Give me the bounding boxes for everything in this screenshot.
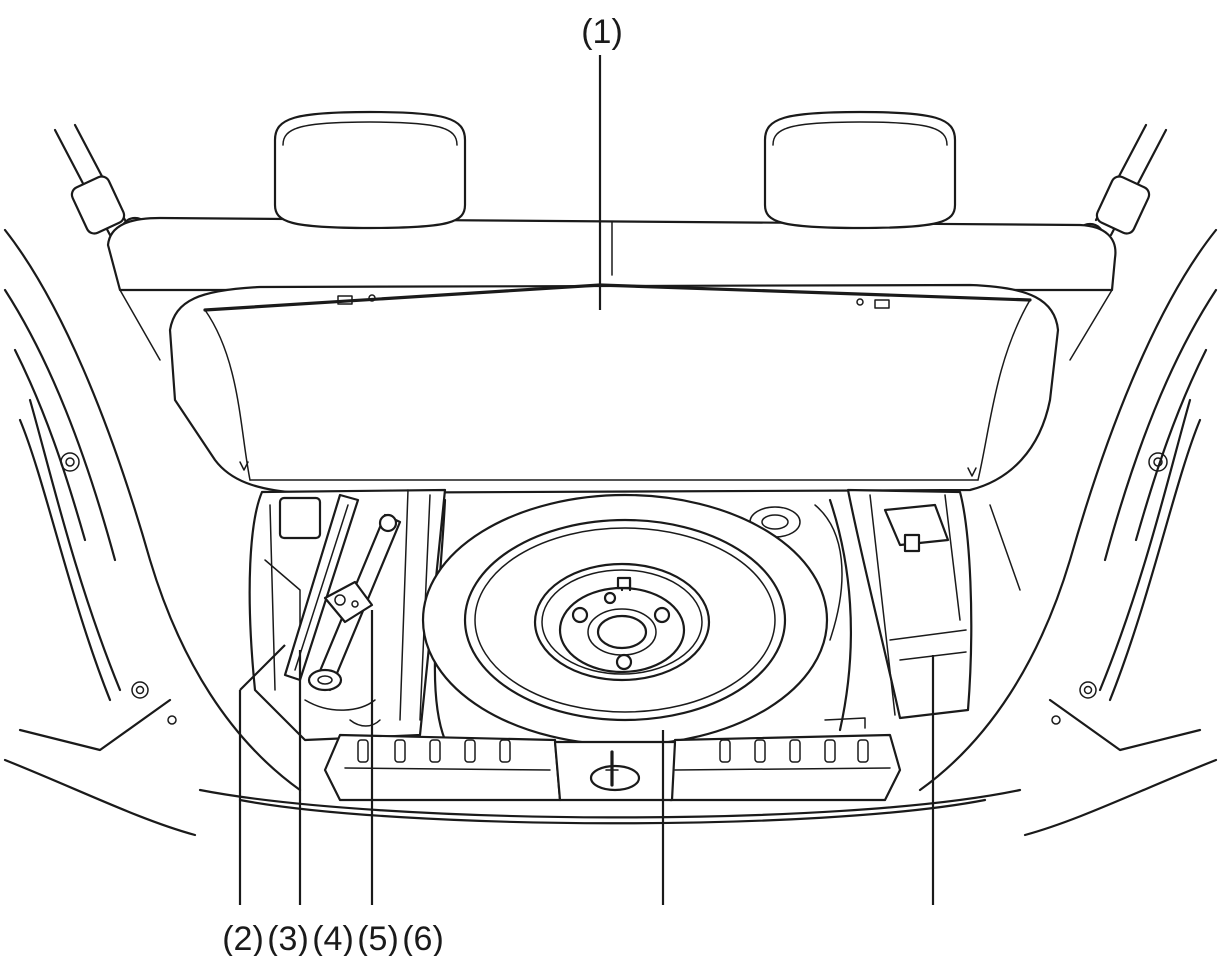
- callout-leaders: [238, 55, 935, 905]
- left-headrest: [273, 110, 467, 230]
- jack-assembly: [283, 493, 402, 727]
- callout-label-4: (4): [312, 920, 354, 956]
- callout-labels: (1) (2) (3) (4) (5) (6): [222, 13, 623, 956]
- spare-tire: [421, 493, 829, 747]
- right-storage-box: [846, 488, 1021, 720]
- rear-seat-back: [106, 216, 1117, 361]
- callout-label-2: (2): [222, 920, 264, 956]
- callout-label-5: (5): [357, 920, 399, 956]
- left-side-panel: [3, 228, 302, 837]
- callout-label-6: (6): [402, 920, 444, 956]
- right-headrest: [763, 110, 957, 230]
- trunk-sill: [198, 733, 1022, 825]
- leader-2-tip: [239, 644, 286, 691]
- right-side-panel: [918, 228, 1218, 837]
- callout-label-3: (3): [267, 920, 309, 956]
- callout-label-1: (1): [581, 13, 623, 51]
- luggage-board: [168, 283, 1060, 495]
